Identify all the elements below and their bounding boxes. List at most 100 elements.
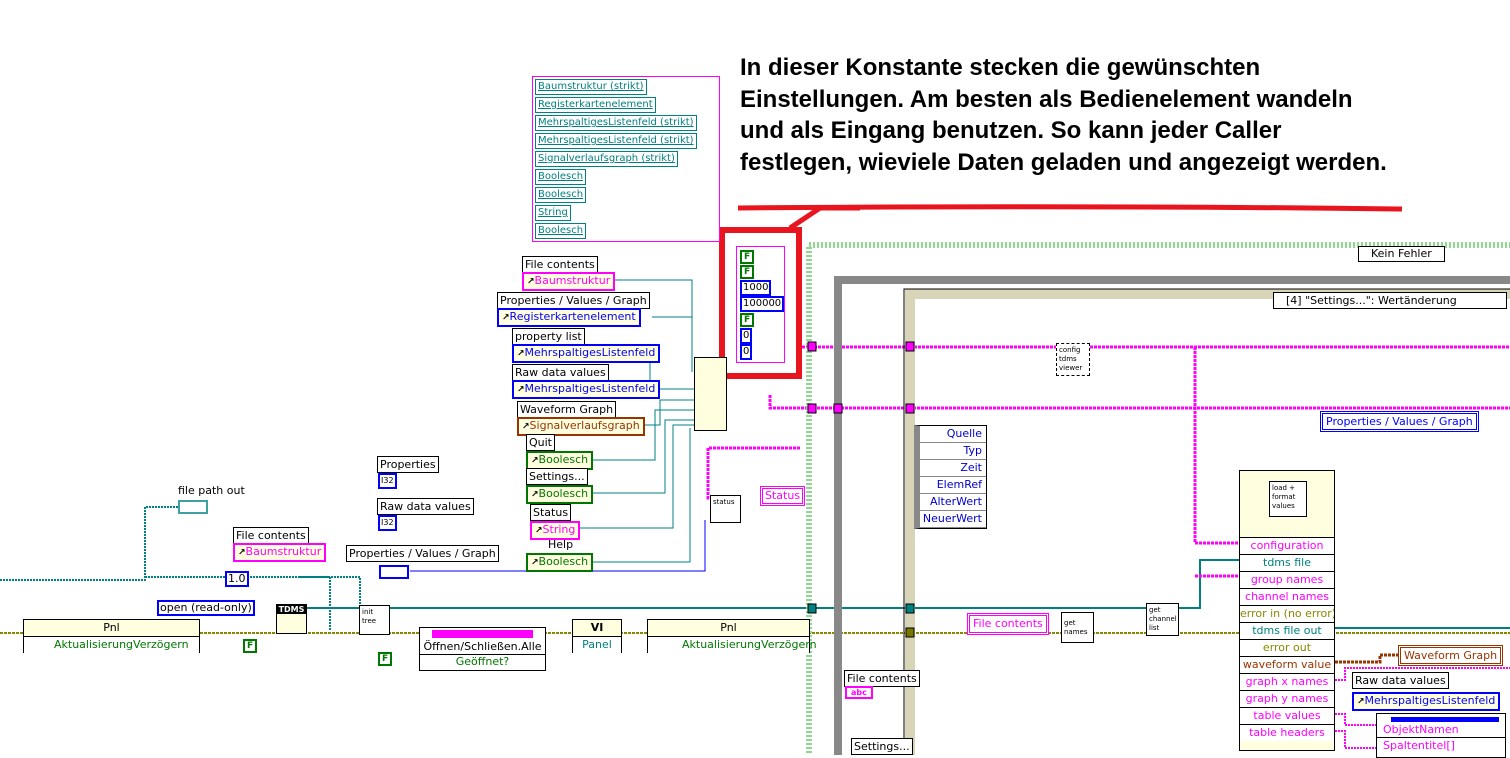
pnl-title: Pnl (648, 620, 809, 637)
event-field: ElemRef (920, 477, 986, 494)
ref-type-item: Baumstruktur (strikt) (535, 79, 647, 95)
vi-title: VI (590, 621, 604, 634)
ref-label: Settings... (526, 468, 588, 485)
terminal[interactable]: error in (no error) (1240, 605, 1334, 620)
init-tree-subvi[interactable]: init tree (359, 605, 390, 635)
event-data-node[interactable]: Quelle Typ Zeit ElemRef AlterWert NeuerW… (914, 425, 987, 529)
control-reference[interactable]: Boolesch (526, 485, 594, 504)
get-names-subvi[interactable]: get names (1061, 612, 1094, 643)
control-reference[interactable]: Signalverlaufsgraph (517, 417, 645, 436)
terminal[interactable]: table values (1240, 707, 1334, 724)
control-reference[interactable]: MehrspaltigesListenfeld (512, 380, 661, 399)
terminal[interactable]: tdms file out (1240, 622, 1334, 639)
ref-type-item: MehrspaltigesListenfeld (strikt) (535, 115, 697, 131)
ref-label: Raw data values (512, 364, 609, 381)
ref-label: Status (530, 504, 572, 521)
control-reference[interactable]: Boolesch (526, 451, 594, 470)
numeric-constant[interactable]: 1000 (740, 280, 772, 296)
open-mode-enum[interactable]: open (read-only) (157, 600, 255, 616)
version-enum[interactable]: 1.0 (225, 571, 249, 587)
terminal[interactable]: error out (1240, 639, 1334, 656)
bool-constant[interactable]: F (740, 265, 755, 279)
status-subvi[interactable]: status (710, 495, 741, 523)
case-selector[interactable]: Kein Fehler (1358, 246, 1445, 262)
config-tdms-viewer-subvi[interactable]: config tdms viewer (1056, 343, 1090, 376)
event-selector[interactable]: [4] "Settings...": Wertänderung (1273, 292, 1507, 309)
header-bar (1391, 717, 1499, 722)
file-contents-reference[interactable]: Baumstruktur (233, 543, 327, 562)
pnl-property-node-2[interactable]: Pnl AktualisierungVerzögern (647, 619, 817, 653)
ref-type-item: String (535, 205, 571, 221)
control-reference[interactable]: MehrspaltigesListenfeld (512, 344, 661, 363)
property: ObjektNamen (1383, 723, 1459, 736)
event-field: Quelle (920, 426, 986, 443)
raw-data-label: Raw data values (1352, 672, 1449, 689)
ref-label: property list (512, 328, 585, 345)
ref-label: Quit (526, 434, 555, 451)
pnl-property: AktualisierungVerzögern (24, 637, 199, 653)
load-format-values-subvi[interactable]: load + format values configuration tdms … (1239, 470, 1335, 751)
terminal[interactable]: group names (1240, 571, 1334, 588)
ref-label: Properties / Values / Graph (497, 292, 650, 309)
file-contents-local[interactable]: abc (845, 686, 873, 699)
local-variable[interactable]: I32 (378, 515, 397, 531)
terminal[interactable]: channel names (1240, 588, 1334, 605)
subvi-icon: load + format values (1269, 481, 1307, 517)
local-label: Properties / Values / Graph (346, 545, 499, 562)
terminal[interactable]: table headers (1240, 724, 1334, 741)
listbox-property-node[interactable]: ObjektNamen Spaltentitel[] (1376, 713, 1506, 758)
ref-label: Help (548, 538, 574, 551)
ref-type-item: Registerkartenelement (535, 97, 656, 113)
numeric-constant[interactable]: 100000 (740, 296, 785, 312)
pvg-indicator: Properties / Values / Graph (1320, 411, 1479, 432)
control-reference[interactable]: Baumstruktur (522, 272, 616, 291)
build-array-node[interactable] (694, 357, 727, 431)
open-close-invoke-node[interactable]: Öffnen/Schließen.Alle Geöffnet? (419, 627, 546, 671)
annotation-comment: In dieser Konstante stecken die gewünsch… (740, 54, 1387, 176)
ref-label: Waveform Graph (517, 401, 617, 418)
bool-constant[interactable]: F (740, 313, 755, 327)
ref-label: File contents (522, 256, 598, 273)
vi-property-node[interactable]: VI Panel (572, 619, 622, 653)
terminal[interactable]: graph x names (1240, 673, 1334, 690)
listbox-reference[interactable]: MehrspaltigesListenfeld (1352, 692, 1501, 711)
local-label: Properties (377, 456, 439, 473)
vi-property: Panel (573, 636, 621, 653)
ref-type-item: Signalverlaufsgraph (strikt) (535, 151, 678, 167)
control-reference[interactable]: Boolesch (526, 553, 594, 572)
bool-constant[interactable]: F (243, 639, 258, 653)
event-field: Typ (920, 443, 986, 460)
config-cluster-constant[interactable]: F F 1000 100000 F 0 0 (736, 246, 785, 363)
tdms-title: TDMS (277, 605, 306, 614)
numeric-constant[interactable]: 0 (740, 328, 753, 344)
pnl-title: Pnl (24, 620, 199, 637)
ref-type-item: Boolesch (535, 169, 587, 185)
pnl-property: AktualisierungVerzögern (648, 637, 817, 653)
terminal[interactable]: waveform value (1240, 656, 1334, 673)
control-reference[interactable]: String (530, 521, 581, 540)
file-path-out-label: file path out (178, 484, 245, 497)
ref-type-item: Boolesch (535, 187, 587, 203)
file-contents-property: File contents (967, 613, 1049, 635)
bool-constant[interactable]: F (378, 652, 393, 666)
local-variable-enum[interactable] (379, 565, 409, 579)
pnl-property-node[interactable]: Pnl AktualisierungVerzögern (23, 619, 200, 653)
bool-constant[interactable]: F (740, 250, 755, 264)
get-channel-list-subvi[interactable]: get channel list (1146, 603, 1179, 636)
local-label: Raw data values (377, 498, 474, 515)
event-field: AlterWert (920, 494, 986, 511)
waveform-graph-property: Waveform Graph (1398, 645, 1504, 666)
numeric-constant[interactable]: 0 (740, 344, 753, 360)
reference-array-constant[interactable]: Baumstruktur (strikt) Registerkartenelem… (532, 76, 720, 242)
local-variable[interactable]: I32 (378, 473, 397, 489)
terminal[interactable]: tdms file (1240, 554, 1334, 571)
control-reference[interactable]: Registerkartenelement (497, 308, 641, 327)
ref-type-item: Boolesch (535, 223, 587, 239)
method-param: Geöffnet? (420, 654, 545, 669)
terminal[interactable]: configuration (1240, 537, 1334, 554)
tdms-open-node[interactable]: TDMS (276, 604, 307, 634)
ref-type-item: MehrspaltigesListenfeld (strikt) (535, 133, 697, 149)
settings-label: Settings... (851, 738, 913, 755)
terminal[interactable]: graph y names (1240, 690, 1334, 707)
